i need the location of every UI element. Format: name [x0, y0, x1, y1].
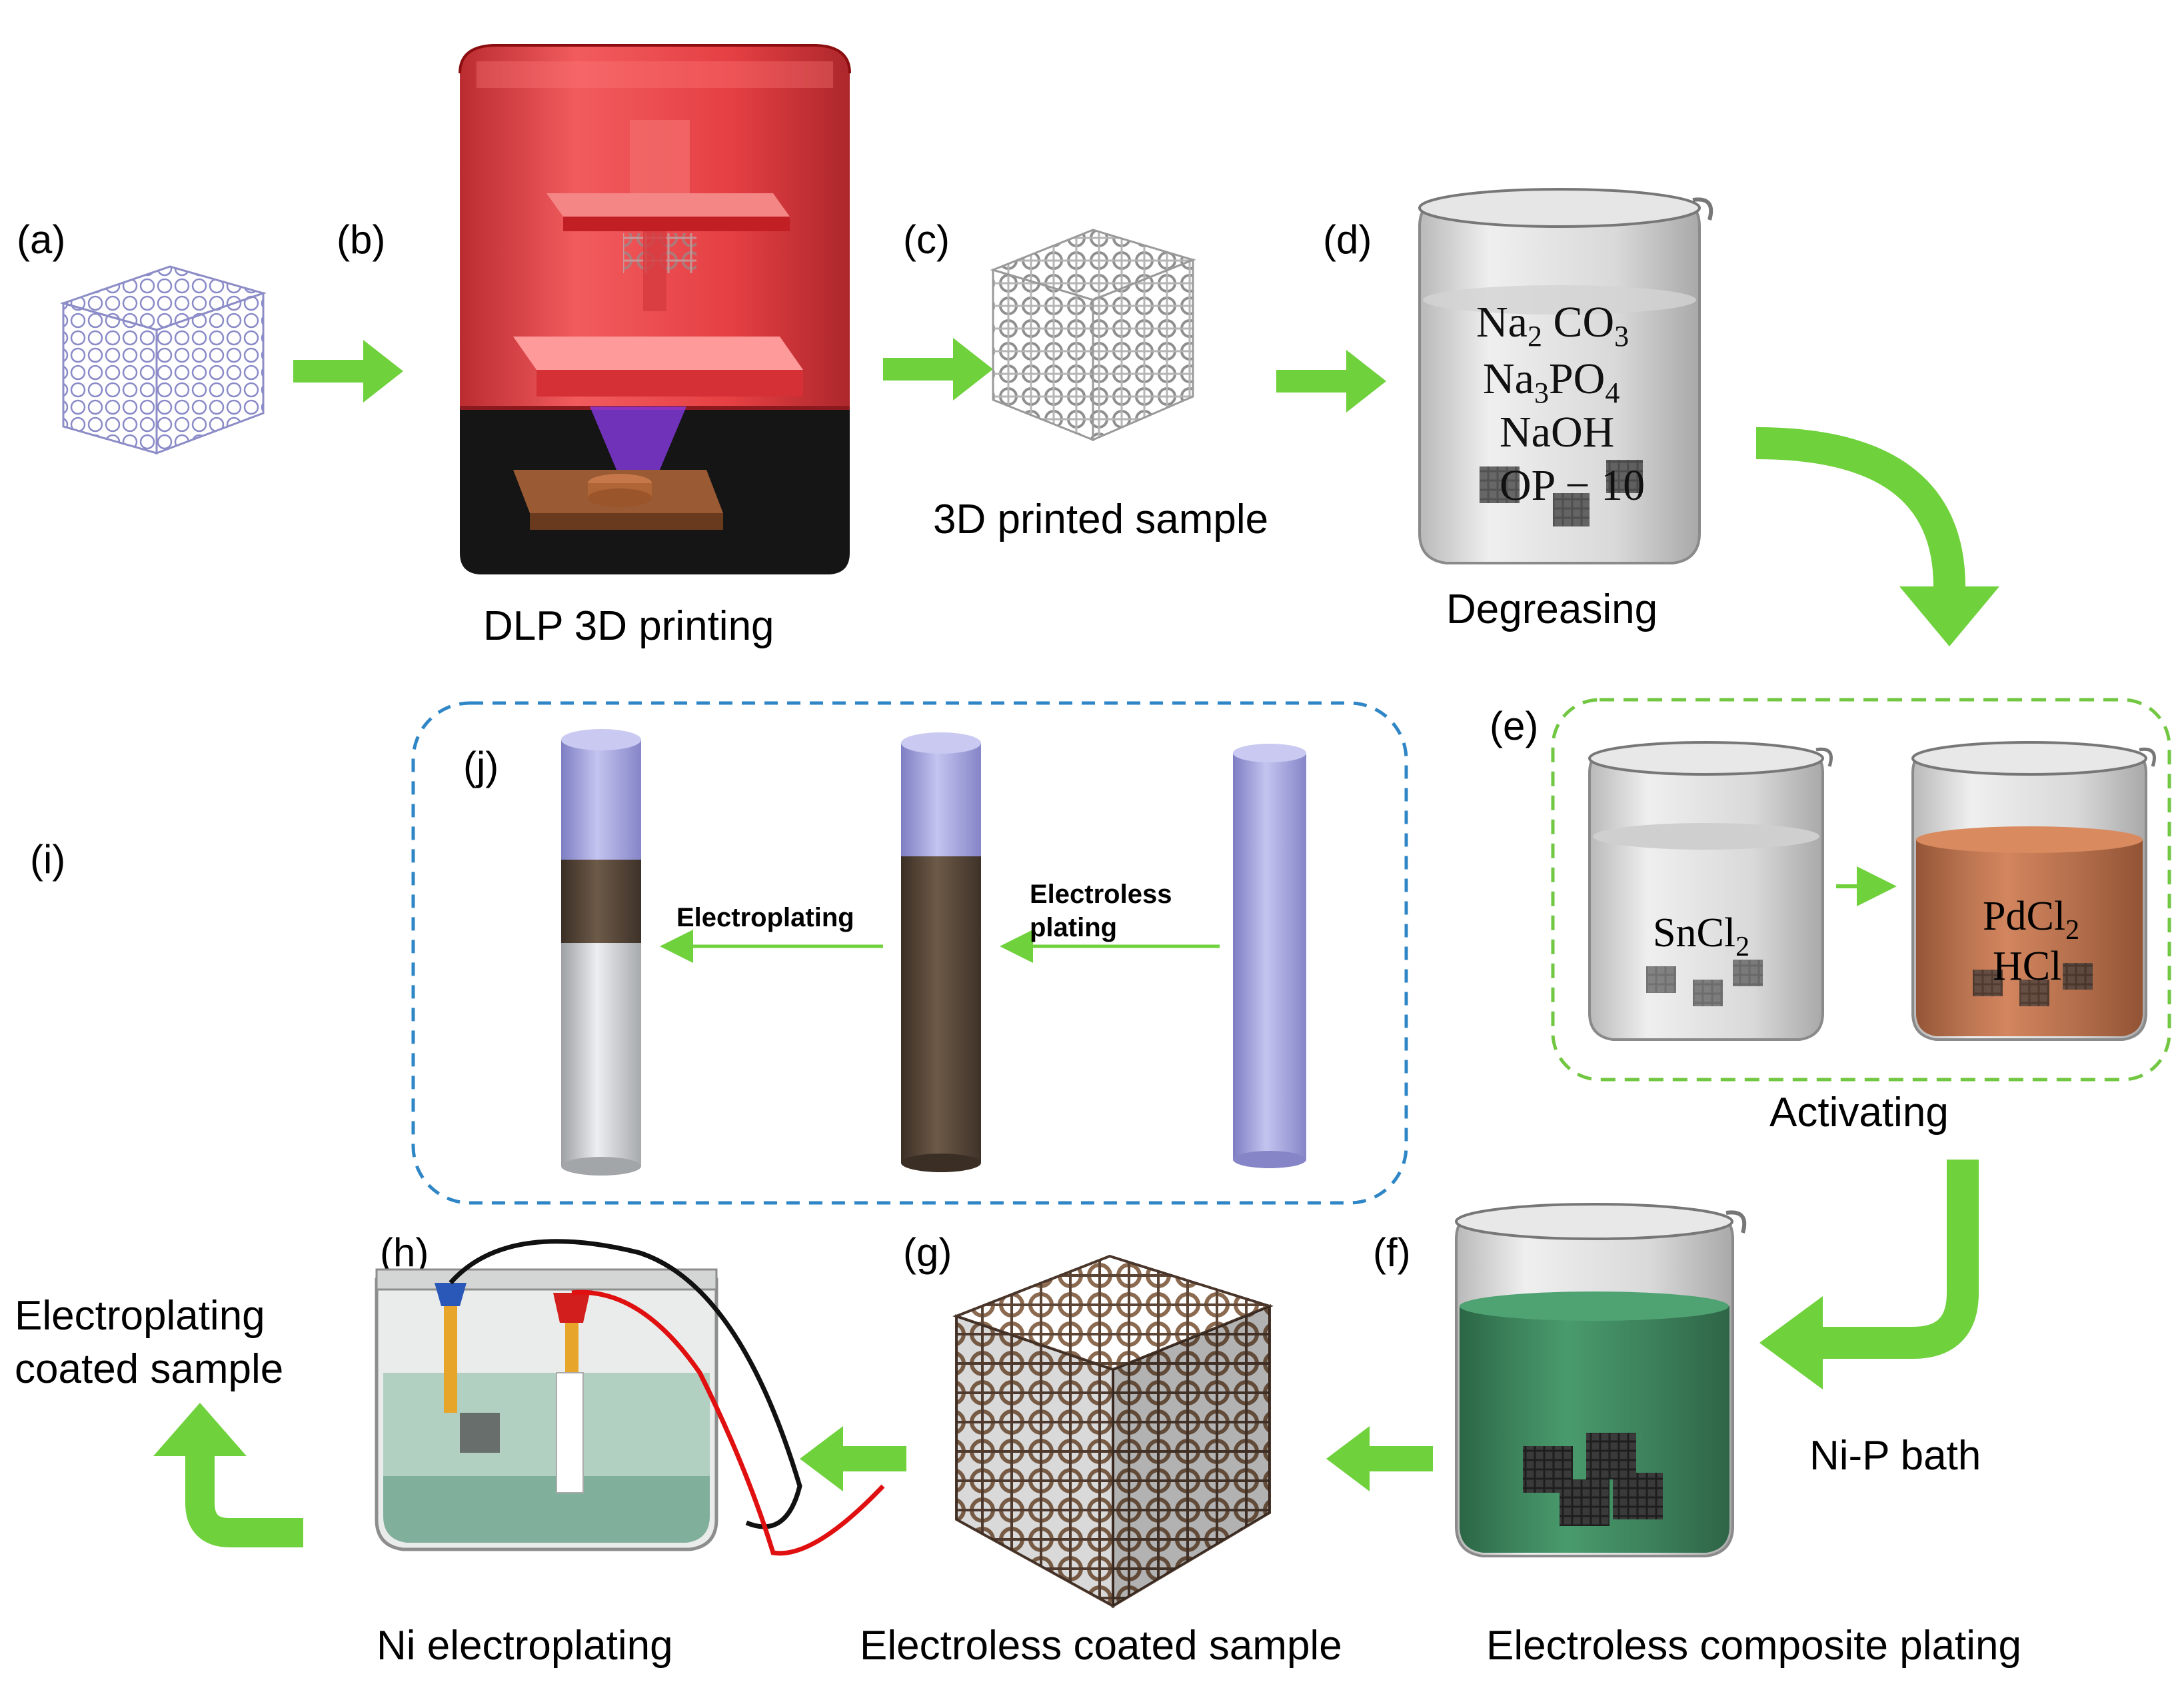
chem-naoh: NaOH — [1500, 408, 1614, 456]
chem-na3po4-sub2: 4 — [1605, 377, 1620, 409]
degreasing-chemicals: Na2 CO3 Na3PO4 NaOH OP − 10 — [1476, 298, 1645, 510]
panel-f-caption: Electroless composite plating — [1486, 1623, 2021, 1669]
chem-na3po4-a: Na — [1483, 355, 1534, 403]
chem-na2co3-a: Na — [1476, 298, 1528, 347]
chem-hcl: HCl — [1993, 944, 2061, 989]
pdcl2-beaker — [1911, 741, 2156, 1041]
svg-text:Na2 CO3: Na2 CO3 — [1476, 298, 1629, 353]
flow-arrow-g-h — [800, 1426, 906, 1491]
flow-arrow-e-f — [1759, 1160, 1979, 1389]
ni-p-bath-label: Ni-P bath — [1809, 1433, 1981, 1479]
j-label-electroplating: Electroplating — [676, 903, 854, 932]
chem-na2co3-sub2: 3 — [1614, 320, 1629, 353]
panel-g-caption: Electroless coated sample — [860, 1623, 1342, 1669]
panel-c-letter: (c) — [903, 217, 950, 262]
electroless-coated-cube — [952, 1254, 1274, 1609]
ni-p-bath-beaker — [1455, 1203, 1747, 1557]
panel-e-letter: (e) — [1490, 704, 1538, 748]
panel-i-caption-1: Electroplating — [15, 1293, 265, 1339]
electroplated-rod — [561, 729, 641, 1176]
chem-sncl2-sub: 2 — [1735, 932, 1749, 962]
chem-na3po4-b: PO — [1549, 355, 1605, 403]
degreasing-beaker — [1418, 188, 1713, 564]
sncl2-beaker — [1588, 741, 1833, 1041]
panel-h-letter: (h) — [380, 1230, 429, 1275]
svg-text:Na3PO4: Na3PO4 — [1483, 355, 1620, 409]
chem-sncl2: SnCl — [1653, 910, 1735, 956]
svg-text:SnCl2: SnCl2 — [1653, 910, 1749, 962]
chem-na3po4-sub1: 3 — [1534, 377, 1549, 409]
panel-b-letter: (b) — [337, 217, 385, 262]
flow-arrow-h-i — [153, 1403, 303, 1547]
dlp-printer — [459, 44, 851, 574]
flow-arrow-c-d — [1276, 350, 1386, 413]
chem-pdcl2-sub: 2 — [2065, 915, 2079, 946]
flow-arrow-b-c — [883, 338, 993, 401]
panel-d-caption: Degreasing — [1446, 586, 1657, 632]
chem-op10: OP − 10 — [1500, 461, 1645, 510]
printed-grey-lattice-cube — [990, 229, 1196, 442]
j-label-electroless-2: plating — [1030, 913, 1117, 942]
panel-a-letter: (a) — [17, 217, 65, 262]
panel-g-letter: (g) — [903, 1230, 952, 1275]
coating-stages-dashed-box — [411, 701, 1408, 1205]
flow-arrow-f-g — [1326, 1426, 1433, 1491]
panel-i-caption-2: coated sample — [15, 1346, 283, 1392]
chem-pdcl2: PdCl — [1983, 894, 2065, 939]
panel-h-caption: Ni electroplating — [377, 1623, 673, 1669]
chem-na2co3-b: CO — [1542, 298, 1614, 347]
panel-d-letter: (d) — [1323, 217, 1372, 262]
svg-text:PdCl2: PdCl2 — [1983, 894, 2079, 946]
panel-c-caption: 3D printed sample — [933, 496, 1268, 542]
panel-e-caption: Activating — [1769, 1090, 1949, 1136]
panel-j-letter: (j) — [463, 744, 499, 788]
cad-lattice-cube — [60, 265, 267, 455]
panel-b-caption: DLP 3D printing — [483, 603, 774, 649]
flow-arrow-a-b — [293, 340, 403, 403]
chem-na2co3-sub1: 2 — [1528, 320, 1542, 353]
panel-f-letter: (f) — [1373, 1230, 1411, 1275]
uncoated-rod — [1233, 744, 1306, 1168]
panel-i-letter: (i) — [30, 837, 65, 882]
electroless-rod — [901, 732, 981, 1172]
electroplating-cell — [375, 1239, 885, 1556]
j-label-electroless-1: Electroless — [1030, 880, 1172, 909]
flow-arrow-d-e — [1755, 427, 1999, 646]
